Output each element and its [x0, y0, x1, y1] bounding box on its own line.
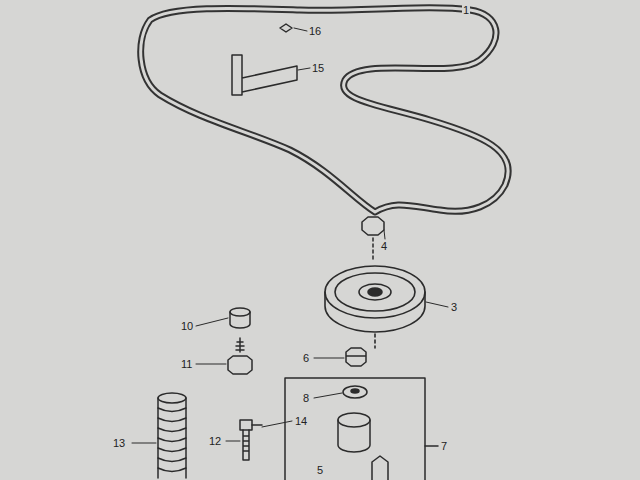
callout-number: 1 [462, 4, 470, 16]
bellows-boot [158, 393, 186, 478]
nut [346, 348, 366, 366]
idler-pulley [325, 266, 425, 348]
guide-part [232, 55, 297, 95]
callout-number: 5 [316, 464, 324, 476]
callout-number: 14 [294, 415, 308, 427]
leader-lines [132, 28, 448, 443]
callout-number: 12 [208, 435, 222, 447]
clip-part [280, 24, 292, 32]
idler-bracket [285, 378, 438, 480]
bolt [240, 420, 262, 460]
callout-number: 11 [180, 358, 193, 370]
callout-number: 15 [311, 62, 325, 74]
callout-number: 16 [308, 25, 322, 37]
small-hardware [228, 308, 252, 374]
callout-number: 7 [440, 440, 448, 452]
drive-belt [141, 8, 508, 212]
callout-number: 4 [380, 240, 388, 252]
callout-number: 13 [112, 437, 126, 449]
callout-number: 3 [450, 301, 458, 313]
washer [343, 386, 367, 398]
callout-number: 10 [180, 320, 194, 332]
callout-number: 6 [302, 352, 310, 364]
callout-number: 8 [302, 392, 310, 404]
